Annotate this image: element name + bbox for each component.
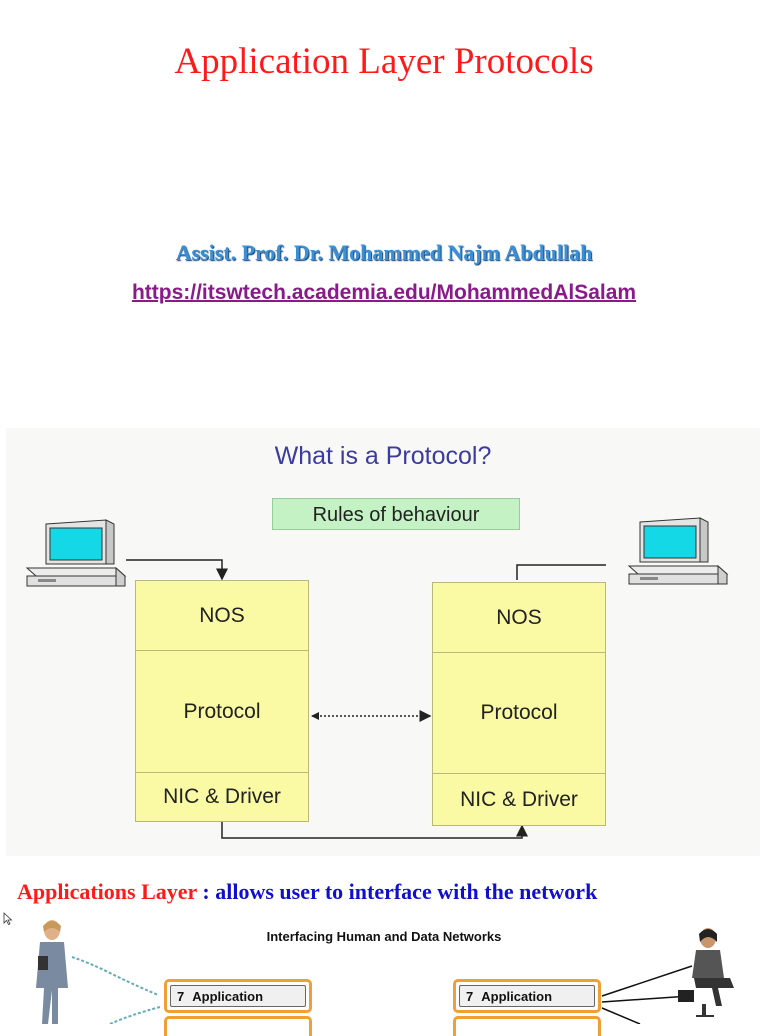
left-next-layer-box (164, 1016, 312, 1036)
left-application-layer-box: 7 Application (164, 979, 312, 1013)
left-nos-layer: NOS (136, 581, 308, 651)
left-protocol-stack: NOS Protocol NIC & Driver (135, 580, 309, 822)
right-application-layer-label: 7 Application (459, 985, 595, 1007)
author-link[interactable]: https://itswtech.academia.edu/MohammedAl… (131, 281, 637, 304)
right-next-layer-box (453, 1016, 601, 1036)
diagram-connectors (126, 559, 606, 839)
left-protocol-layer: Protocol (136, 651, 308, 773)
right-nic-driver-layer: NIC & Driver (460, 787, 578, 811)
slide-title: Application Layer Protocols (174, 41, 594, 82)
mouse-cursor-icon (3, 912, 13, 926)
protocol-diagram: What is a Protocol? Rules of behaviour (6, 428, 760, 856)
bottom-figure-caption: Interfacing Human and Data Networks (266, 929, 502, 944)
rules-of-behaviour-box: Rules of behaviour (272, 498, 520, 530)
right-protocol-stack: NOS Protocol NIC & Driver (432, 582, 606, 826)
left-computer-icon (25, 519, 127, 587)
applications-layer-term: Applications Layer (17, 879, 197, 904)
standing-person-icon (36, 920, 68, 1024)
left-layer-name: Application (192, 988, 264, 1004)
seated-person-icon (678, 928, 734, 1017)
left-layer-number: 7 (177, 988, 185, 1004)
definition-separator: : (196, 879, 216, 904)
right-nos-layer: NOS (433, 583, 605, 653)
diagram-title: What is a Protocol? (274, 442, 492, 470)
left-cable-icon (71, 956, 161, 1024)
applications-layer-description: allows user to interface with the networ… (215, 879, 598, 904)
right-application-layer-box: 7 Application (453, 979, 601, 1013)
left-nic-driver-layer: NIC & Driver (163, 785, 281, 808)
applications-layer-definition: Applications Layer : allows user to inte… (17, 879, 757, 905)
right-protocol-layer: Protocol (433, 653, 605, 774)
left-application-layer-label: 7 Application (170, 985, 306, 1007)
author-name: Assist. Prof. Dr. Mohammed Najm Abdullah (175, 240, 593, 265)
right-connector-lines (601, 965, 693, 1024)
right-computer-icon (627, 517, 729, 585)
right-layer-number: 7 (466, 988, 474, 1004)
right-layer-name: Application (481, 988, 553, 1004)
